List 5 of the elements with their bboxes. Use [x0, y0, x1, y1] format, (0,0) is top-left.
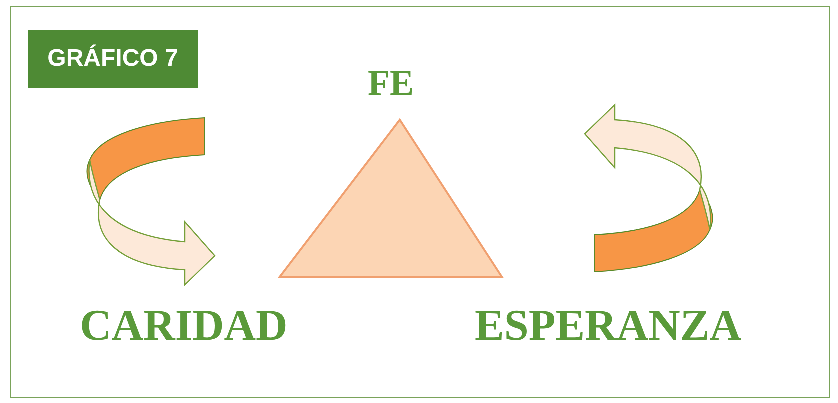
vertex-label: FE — [368, 62, 414, 104]
figure-title: GRÁFICO 7 — [28, 30, 198, 88]
triangle — [278, 118, 504, 278]
vertex-label: CARIDAD — [80, 300, 288, 351]
vertex-label: ESPERANZA — [475, 300, 742, 351]
